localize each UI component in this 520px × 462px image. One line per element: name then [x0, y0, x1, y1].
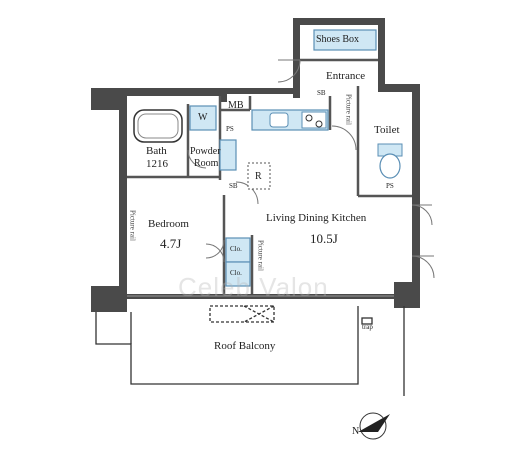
wall-entrance-right — [378, 18, 385, 88]
fixture-label-mb: MB — [228, 100, 244, 111]
room-label-ldk: Living Dining Kitchen — [266, 212, 367, 224]
powder-sink — [219, 139, 237, 171]
room-label-toilet: Toilet — [374, 124, 400, 136]
kitchen-counter — [251, 109, 329, 131]
closet-box-2 — [225, 261, 251, 287]
room-label-ldk-size: 10.5J — [310, 231, 338, 246]
shoes-box — [313, 29, 377, 51]
wall-toilet-top — [378, 84, 420, 92]
room-label-shoes-box: Shoes Box — [316, 34, 360, 45]
wall-top-mid — [219, 88, 227, 102]
room-label-bath-size: 1216 — [146, 158, 168, 170]
fixture-label-ps-2: PS — [386, 182, 394, 190]
wall-left — [119, 88, 127, 303]
compass-north-label: N — [352, 426, 360, 437]
wall-right — [412, 84, 420, 306]
fixture-label-refrigerator: R — [255, 171, 262, 182]
bathtub — [133, 109, 183, 143]
fixture-label-closet-2: Clo. — [230, 269, 242, 277]
room-label-bath: Bath — [146, 145, 167, 157]
washer-box — [189, 105, 217, 131]
fixture-label-trap: trap — [362, 323, 373, 331]
picture-rail-label-entrance: Picture rail — [344, 94, 353, 125]
wall-entrance-left — [293, 18, 300, 98]
toilet-fixture — [377, 143, 403, 179]
fixture-label-sb-2: SB — [229, 182, 238, 190]
room-label-bedroom-size: 4.7J — [160, 236, 182, 251]
refrigerator-box — [247, 162, 271, 190]
doors — [187, 59, 435, 279]
wall-top-right — [219, 88, 293, 94]
watermark: Celeb Valon — [178, 272, 329, 302]
room-label-powder-2: Room — [194, 158, 219, 169]
picture-rail-label-bedroom: Picture rail — [128, 210, 137, 241]
fixture-label-closet-1: Clo. — [230, 245, 242, 253]
room-label-powder-1: Powder — [190, 146, 221, 157]
room-label-roof-balcony: Roof Balcony — [214, 340, 276, 352]
wall-top-left — [119, 88, 227, 96]
wall-entrance-top — [293, 18, 385, 25]
bathtub-inner — [137, 113, 179, 139]
room-label-bedroom: Bedroom — [148, 218, 189, 230]
pillar-top-left — [91, 88, 125, 110]
compass-icon — [358, 412, 390, 440]
balcony-outline — [95, 305, 405, 396]
room-label-entrance: Entrance — [326, 70, 366, 82]
fixture-label-sb-1: SB — [317, 89, 326, 97]
fixture-label-washer: W — [198, 112, 208, 123]
picture-rail-label-kitchen: Picture rail — [256, 240, 265, 271]
fixture-label-ps-1: PS — [226, 125, 234, 133]
